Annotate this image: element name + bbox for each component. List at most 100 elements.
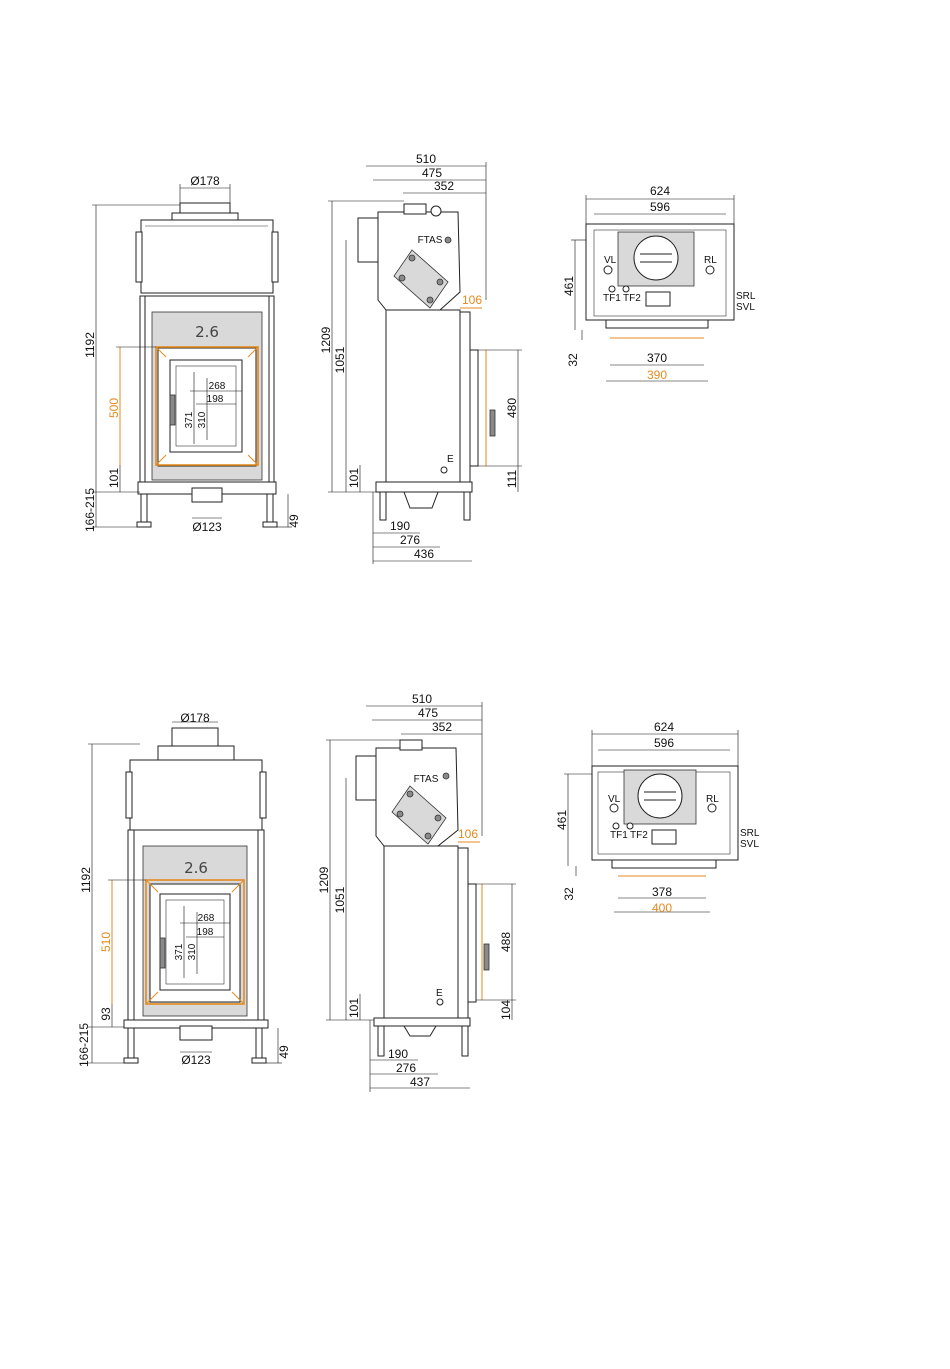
dim-width-inner-label: 596 xyxy=(654,736,674,750)
dim-door-offset-label: 106 xyxy=(462,293,482,307)
flue-collar xyxy=(171,727,219,747)
dim-width-total-label: 624 xyxy=(654,720,674,734)
handle-side xyxy=(489,409,496,437)
air-duct xyxy=(403,491,439,509)
leg-side-left xyxy=(379,491,387,521)
dim-base-190-label: 190 xyxy=(390,519,410,533)
label-ftas: FTAS xyxy=(418,235,443,246)
inspection-opening xyxy=(651,829,677,845)
dim-glass-height-label: 488 xyxy=(499,932,513,952)
top-bracket-left xyxy=(135,231,143,283)
lower-body xyxy=(383,845,459,1021)
flue-stub xyxy=(355,755,377,801)
dim-bottom-offset-label: 101 xyxy=(347,468,361,488)
label-svl: SVL xyxy=(740,839,759,850)
dim-base-total-label: 436 xyxy=(414,547,434,561)
label-ftas: FTAS xyxy=(414,774,439,785)
glass-corner-bl xyxy=(155,454,167,466)
glass-corner-tr xyxy=(231,879,245,893)
rl-port xyxy=(705,265,715,275)
point-e xyxy=(440,466,448,474)
dim-front-width-label: 370 xyxy=(647,351,667,365)
tf1-port xyxy=(608,285,616,293)
dim-door-inner-label: 198 xyxy=(207,394,224,405)
dim-base-276-label: 276 xyxy=(400,533,420,547)
model-label: 2.6 xyxy=(195,323,219,341)
leg-side-right xyxy=(461,1025,469,1057)
dim-front-width-label: 378 xyxy=(652,885,672,899)
foot-right xyxy=(262,521,278,528)
dim-depth-label: 461 xyxy=(555,810,569,830)
glass-corner-tr xyxy=(247,346,259,358)
label-rl: RL xyxy=(704,255,717,266)
dim-bottom-offset-label: 101 xyxy=(347,998,361,1018)
dim-height-inner-label: 1051 xyxy=(333,346,347,373)
label-tf2: TF2 xyxy=(630,830,648,841)
flue-circle xyxy=(633,235,679,281)
dim-bottom-offset-label: 93 xyxy=(99,1007,113,1021)
vl-port xyxy=(609,803,619,813)
dim-depth-label: 461 xyxy=(562,276,576,296)
handle-side xyxy=(483,943,490,971)
top-box xyxy=(129,759,263,831)
dim-glass-height-label: 480 xyxy=(505,398,519,418)
bolt-1 xyxy=(408,254,416,262)
dim-door-outer-label: 268 xyxy=(209,381,226,392)
label-tf1: TF1 xyxy=(603,293,621,304)
tf2-port xyxy=(622,285,630,293)
door-side xyxy=(457,847,469,1021)
point-e xyxy=(436,998,444,1006)
glass-outline xyxy=(145,879,245,1005)
label-srl: SRL xyxy=(736,291,756,302)
dim-glass-height-label: 510 xyxy=(99,932,113,952)
side-view: FTAS E 510 475 352 1209 1051 101 xyxy=(317,692,516,1092)
bolt-5 xyxy=(444,236,452,244)
top-bracket-left xyxy=(125,771,133,819)
dim-height-total-label: 1192 xyxy=(79,867,93,893)
flue-circle xyxy=(637,773,683,819)
flue-stub xyxy=(357,217,379,263)
dim-leg-range-label: 166-215 xyxy=(77,1023,91,1067)
dim-depth-flue-label: 352 xyxy=(434,179,454,193)
bolt-2 xyxy=(434,814,442,822)
dim-door-height-inner-label: 310 xyxy=(187,943,198,960)
top-view: VL RL TF1 TF2 SRL SVL 624 596 461 32 370… xyxy=(562,184,756,382)
label-e: E xyxy=(436,988,443,999)
glass-side xyxy=(469,349,479,467)
dim-door-outer-label: 268 xyxy=(198,913,215,924)
top-bracket-right xyxy=(259,771,267,819)
dim-glass-bottom-label: 104 xyxy=(499,1000,513,1020)
door-side xyxy=(459,311,471,483)
leg-right xyxy=(255,1027,263,1059)
label-srl: SRL xyxy=(740,828,760,839)
dim-air-label: Ø123 xyxy=(192,520,222,534)
dim-leg-height-label: 49 xyxy=(287,514,301,528)
dim-front-width-outer-label: 390 xyxy=(647,368,667,382)
leg-left xyxy=(127,1027,135,1059)
label-svl: SVL xyxy=(736,302,755,313)
top-view: VL RL TF1 TF2 SRL SVL 624 596 461 32 378… xyxy=(555,720,760,915)
flue-top xyxy=(403,203,427,215)
dim-door-offset-label: 106 xyxy=(458,827,478,841)
label-rl: RL xyxy=(706,794,719,805)
bolt-3 xyxy=(396,810,404,818)
glass-corner-bl xyxy=(145,991,159,1005)
dim-height-total-label: 1192 xyxy=(83,332,97,358)
dim-front-width-outer-label: 400 xyxy=(652,901,672,915)
dim-base-190-label: 190 xyxy=(388,1047,408,1061)
dim-width-inner-label: 596 xyxy=(650,200,670,214)
leg-right xyxy=(266,493,274,523)
vl-port xyxy=(603,265,613,275)
dim-glass-height-label: 500 xyxy=(107,398,121,418)
glass-corner-tl xyxy=(155,346,167,358)
top-front-lip xyxy=(605,319,709,329)
dim-depth-mid-label: 475 xyxy=(422,166,442,180)
dim-base-total-label: 437 xyxy=(410,1075,430,1089)
label-tf1: TF1 xyxy=(610,830,628,841)
label-tf2: TF2 xyxy=(623,293,641,304)
dim-width-total-label: 624 xyxy=(650,184,670,198)
dim-leg-range-label: 166-215 xyxy=(83,488,97,532)
dim-depth-flue-label: 352 xyxy=(432,720,452,734)
inner-door xyxy=(169,359,243,453)
foot-left xyxy=(123,1057,139,1064)
